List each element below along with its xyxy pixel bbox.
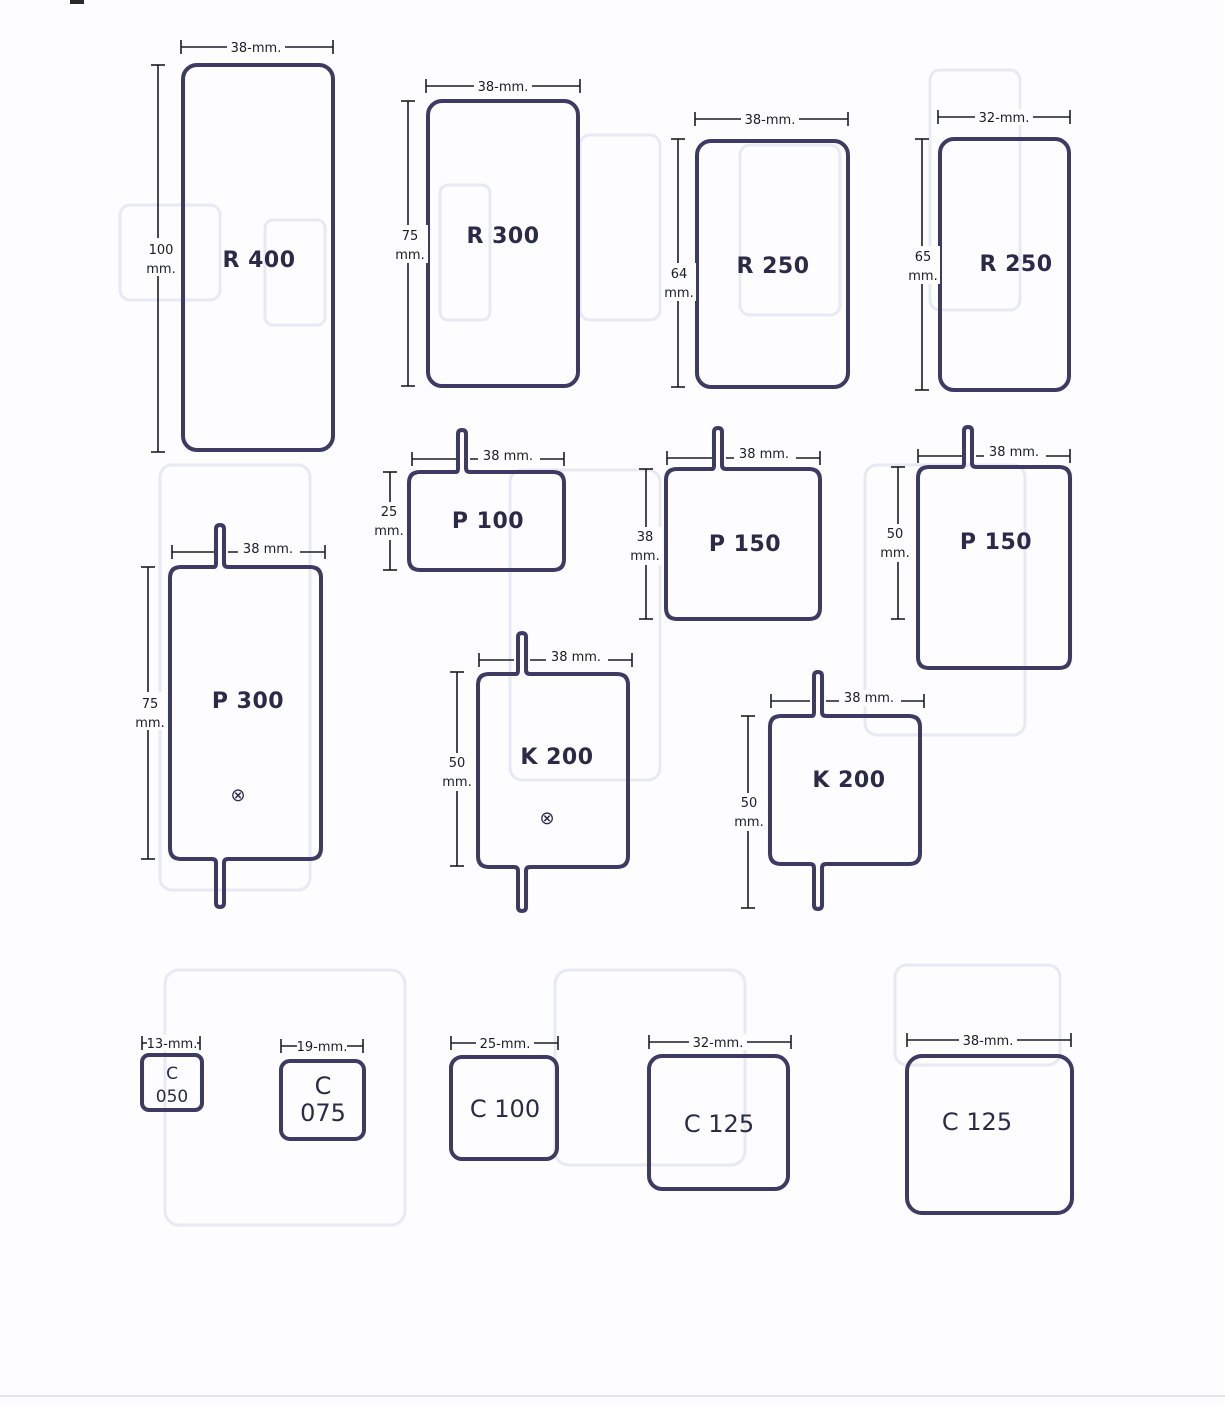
k200a-height-value: 50 bbox=[449, 756, 466, 771]
r250a-width-label: 38-mm. bbox=[745, 113, 796, 128]
shape-p100: 38 mm. 25 mm. P 100 bbox=[374, 428, 566, 572]
c075-outline bbox=[279, 1059, 366, 1141]
k200b-height-unit: mm. bbox=[734, 815, 763, 830]
p100-outline bbox=[407, 428, 566, 572]
c125a-code: C 125 bbox=[684, 1110, 754, 1138]
r400-outline bbox=[181, 63, 335, 452]
r250a-code: R 250 bbox=[736, 254, 809, 279]
p150a-height-unit: mm. bbox=[630, 549, 659, 564]
shape-p150b: 38 mm. 50 mm. P 150 bbox=[880, 425, 1072, 670]
shape-r300: 38-mm. 75 mm. R 300 bbox=[394, 78, 581, 388]
c050-outline bbox=[140, 1053, 204, 1112]
p100-height-value: 25 bbox=[381, 505, 398, 520]
shape-p300: 38 mm. 75 mm. P 300 ⊗ bbox=[133, 523, 326, 909]
shape-c125b: 38-mm. C 125 bbox=[905, 1032, 1074, 1215]
r250b-height-unit: mm. bbox=[908, 269, 937, 284]
shape-c100: 25-mm. C 100 bbox=[449, 1035, 559, 1161]
shape-c075: 19-mm. C 075 bbox=[279, 1038, 366, 1141]
k200b-code: K 200 bbox=[812, 768, 885, 793]
p300-width-label: 38 mm. bbox=[243, 542, 293, 557]
shape-k200b: 38 mm. 50 mm. K 200 bbox=[733, 670, 925, 911]
r400-height-value: 100 bbox=[149, 243, 174, 258]
k200a-width-label: 38 mm. bbox=[551, 650, 601, 665]
shape-r250a: 38-mm. 64 mm. R 250 bbox=[662, 111, 850, 389]
p300-height-unit: mm. bbox=[135, 716, 164, 731]
p150b-code: P 150 bbox=[960, 530, 1032, 555]
shape-c050: 13-mm. C 050 bbox=[140, 1035, 204, 1112]
r250a-outline bbox=[695, 139, 850, 389]
k200a-code: K 200 bbox=[520, 745, 593, 770]
k200b-outline bbox=[768, 670, 922, 911]
k200a-height-unit: mm. bbox=[442, 775, 471, 790]
c075-code-letter: C bbox=[315, 1072, 332, 1100]
c125b-code: C 125 bbox=[942, 1108, 1012, 1136]
shape-r400: 38-mm. 100 mm. R 400 bbox=[143, 39, 335, 453]
c125b-width-label: 38-mm. bbox=[963, 1034, 1014, 1049]
scan-edge-mark bbox=[70, 0, 84, 4]
p100-code: P 100 bbox=[452, 509, 524, 534]
c100-code: C 100 bbox=[470, 1095, 540, 1123]
k200a-outline bbox=[476, 631, 630, 913]
p300-hole-mark: ⊗ bbox=[230, 785, 245, 806]
k200b-width-label: 38 mm. bbox=[844, 691, 894, 706]
p300-outline bbox=[168, 523, 323, 909]
r250a-height-value: 64 bbox=[671, 267, 688, 282]
p150a-outline bbox=[664, 426, 822, 621]
p300-height-value: 75 bbox=[142, 697, 159, 712]
c050-code-number: 050 bbox=[156, 1087, 188, 1107]
p150b-width-label: 38 mm. bbox=[989, 445, 1039, 460]
p150b-height-unit: mm. bbox=[880, 546, 909, 561]
r300-height-unit: mm. bbox=[395, 248, 424, 263]
shape-k200a: 38 mm. 50 mm. K 200 ⊗ bbox=[441, 631, 633, 913]
shape-r250b: 32-mm. 65 mm. R 250 bbox=[906, 109, 1071, 392]
p150b-height-value: 50 bbox=[887, 527, 904, 542]
p150a-width-label: 38 mm. bbox=[739, 447, 789, 462]
r250b-code: R 250 bbox=[979, 252, 1052, 277]
c100-outline bbox=[449, 1055, 559, 1161]
r400-code: R 400 bbox=[222, 248, 295, 273]
c125a-width-label: 32-mm. bbox=[693, 1036, 744, 1051]
r300-height-value: 75 bbox=[402, 229, 419, 244]
r250b-width-label: 32-mm. bbox=[979, 111, 1030, 126]
k200a-hole-mark: ⊗ bbox=[539, 808, 554, 829]
c075-code-number: 075 bbox=[300, 1099, 346, 1127]
r250b-height-value: 65 bbox=[915, 250, 932, 265]
p150a-code: P 150 bbox=[709, 532, 781, 557]
r300-width-label: 38-mm. bbox=[478, 80, 529, 95]
shape-c125a: 32-mm. C 125 bbox=[647, 1034, 792, 1191]
r400-width-label: 38-mm. bbox=[231, 41, 282, 56]
k200b-height-value: 50 bbox=[741, 796, 758, 811]
p150b-outline bbox=[916, 425, 1072, 670]
r250a-height-unit: mm. bbox=[664, 286, 693, 301]
p300-code: P 300 bbox=[212, 689, 284, 714]
c075-width-label: 19-mm. bbox=[297, 1040, 348, 1055]
r400-height-unit: mm. bbox=[146, 262, 175, 277]
c125b-outline bbox=[905, 1054, 1074, 1215]
shape-p150a: 38 mm. 38 mm. P 150 bbox=[630, 426, 822, 621]
p150a-height-value: 38 bbox=[637, 530, 654, 545]
p100-height-unit: mm. bbox=[374, 524, 403, 539]
c050-code-letter: C bbox=[166, 1064, 178, 1084]
c050-width-label: 13-mm. bbox=[147, 1037, 198, 1052]
c100-width-label: 25-mm. bbox=[480, 1037, 531, 1052]
p100-width-label: 38 mm. bbox=[483, 449, 533, 464]
r300-code: R 300 bbox=[466, 224, 539, 249]
c125a-outline bbox=[647, 1054, 790, 1191]
